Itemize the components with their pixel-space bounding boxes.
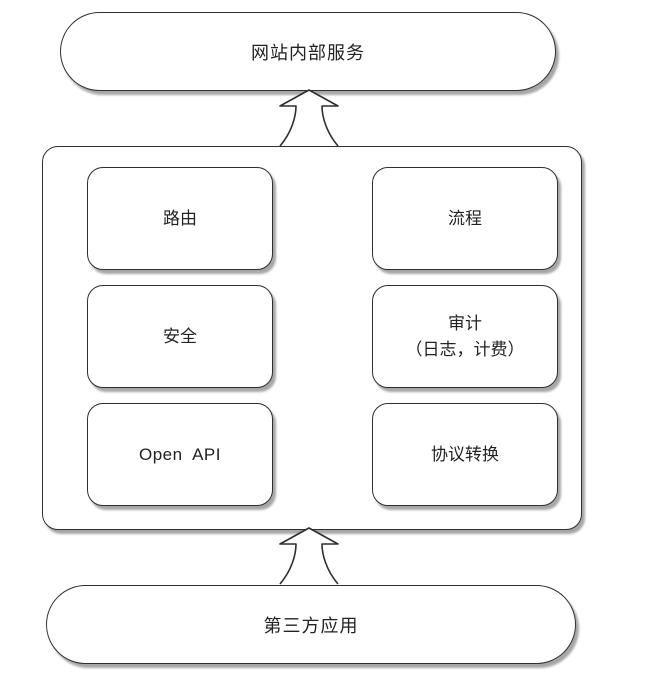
open-api-module: Open API [87,403,273,506]
protocol-conversion-label: 协议转换 [431,444,499,465]
security-module: 安全 [87,285,273,388]
route-module: 路由 [87,167,273,270]
internal-service-label: 网站内部服务 [251,42,365,64]
third-party-app-label: 第三方应用 [263,615,359,637]
audit-module: 审计 （日志，计费） [372,285,558,388]
open-api-label: Open API [139,444,221,464]
third-party-app-node: 第三方应用 [46,585,576,664]
protocol-conversion-module: 协议转换 [372,403,558,506]
internal-service-node: 网站内部服务 [60,12,556,91]
flow-module: 流程 [372,167,558,270]
arrow-up-to-internal-service [279,89,339,147]
security-label: 安全 [163,326,197,347]
flow-label: 流程 [448,208,482,229]
audit-label: 审计 [448,313,482,334]
audit-detail-label: （日志，计费） [405,339,525,360]
arrow-up-from-third-party [279,527,339,585]
gateway-container: 路由 流程 安全 审计 （日志，计费） Open API 协议转换 [42,146,582,530]
route-label: 路由 [163,208,197,229]
